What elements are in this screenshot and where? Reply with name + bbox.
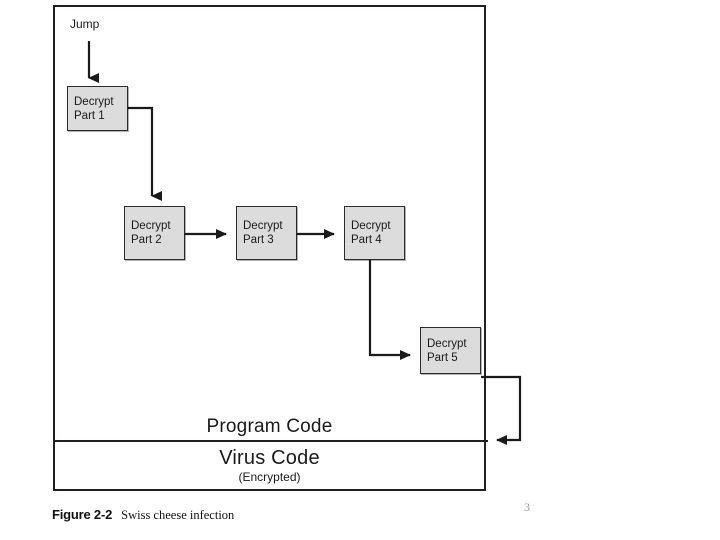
decrypt-part-4-line1: Decrypt bbox=[351, 220, 391, 232]
figure-caption: Figure 2-2 Swiss cheese infection bbox=[52, 507, 234, 523]
decrypt-part-5-box[interactable]: Decrypt Part 5 bbox=[420, 327, 481, 374]
decrypt-part-2-box[interactable]: Decrypt Part 2 bbox=[124, 206, 185, 260]
program-code-label: Program Code bbox=[206, 416, 333, 437]
decrypt-part-2-line1: Decrypt bbox=[131, 220, 171, 232]
decrypt-part-4-line2: Part 4 bbox=[351, 234, 382, 246]
decrypt-part-5-line1: Decrypt bbox=[427, 337, 467, 350]
jump-label: Jump bbox=[70, 17, 100, 31]
decrypt-part-1-line1: Decrypt bbox=[74, 95, 114, 108]
decrypt-part-3-line1: Decrypt bbox=[243, 220, 283, 232]
virus-code-label: Virus Code bbox=[219, 447, 320, 469]
page-number-mark: 3 bbox=[524, 500, 530, 514]
decrypt-part-1-line2: Part 1 bbox=[74, 109, 105, 122]
virus-code-encrypted-note: (Encrypted) bbox=[238, 470, 301, 484]
decrypt-part-5-line2: Part 5 bbox=[427, 351, 458, 364]
decrypt-part-1-box[interactable]: Decrypt Part 1 bbox=[67, 86, 128, 131]
decrypt-part-4-box[interactable]: Decrypt Part 4 bbox=[344, 206, 405, 260]
program-virus-divider bbox=[53, 440, 488, 442]
figure-caption-number: Figure 2-2 bbox=[52, 507, 113, 522]
decrypt-part-3-box[interactable]: Decrypt Part 3 bbox=[236, 206, 297, 260]
decrypt-part-2-line2: Part 2 bbox=[131, 234, 162, 246]
figure-caption-text: Swiss cheese infection bbox=[121, 508, 235, 522]
arrow-part5-to-virus-code bbox=[481, 375, 522, 445]
decrypt-part-3-line2: Part 3 bbox=[243, 234, 274, 246]
